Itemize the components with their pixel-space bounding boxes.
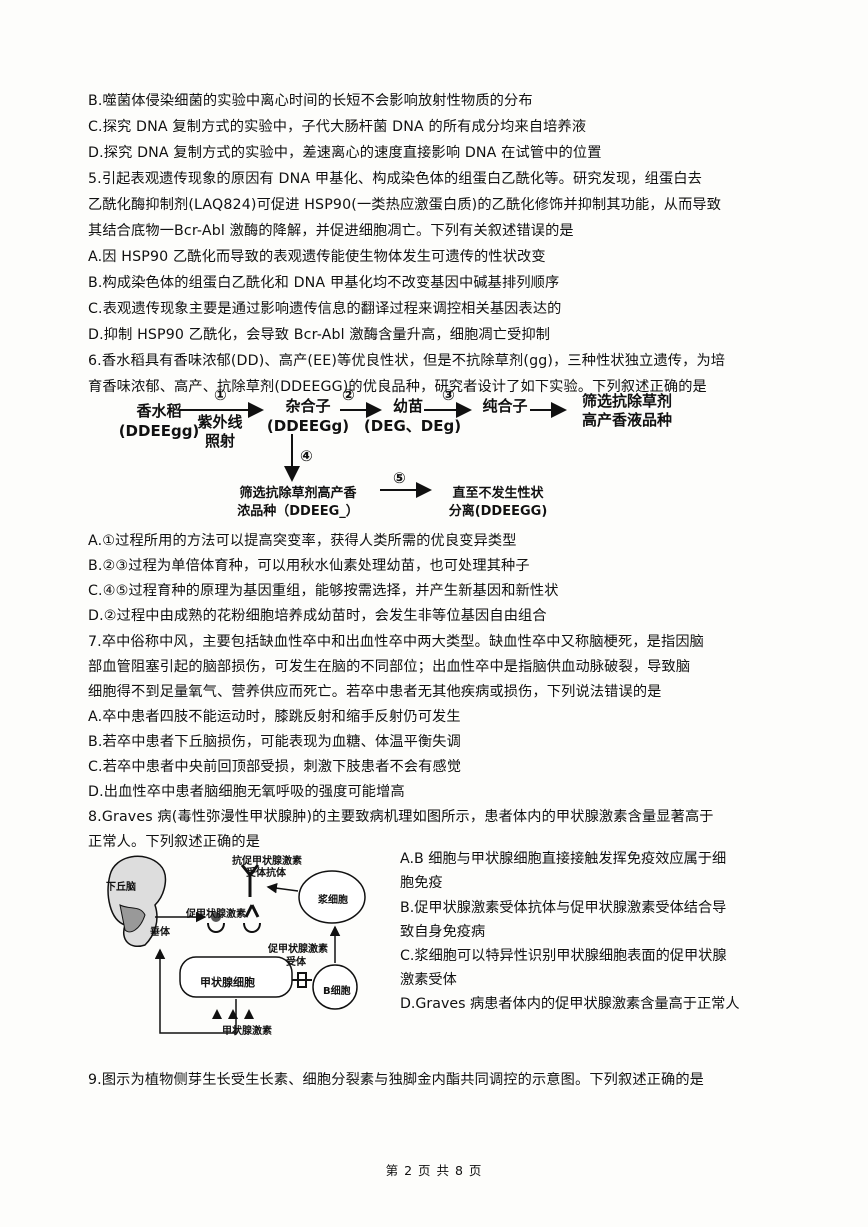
step-5-label: ⑤ <box>393 469 406 487</box>
option-d: D.出血性卒中患者脑细胞无氧呼吸的强度可能增高 <box>88 784 405 800</box>
question-7-line: 7.卒中俗称中风，主要包括缺血性卒中和出血性卒中两大类型。缺血性卒中又称脑梗死，… <box>88 634 705 650</box>
question-5-line: 5.引起表观遗传现象的原因有 DNA 甲基化、构成染色体的组蛋白乙酰化等。研究发… <box>88 171 703 187</box>
flow-select: 浓品种（DDEEG_） <box>237 504 359 519</box>
text-line: B.噬菌体侵染细菌的实验中离心时间的长短不会影响放射性物质的分布 <box>88 93 533 109</box>
label-receptor: 促甲状腺激素 <box>268 944 328 955</box>
flow-result: 高产香液品种 <box>581 411 672 429</box>
option-text: C.浆细胞可以特异性识别甲状腺细胞表面的促甲状腺 <box>400 948 727 964</box>
flow-final: 直至不发生性状 <box>452 486 544 501</box>
label-hypothalamus: 下丘脑 <box>106 882 136 893</box>
option-text: B.促甲状腺激素受体抗体与促甲状腺激素受体结合导 <box>400 900 727 916</box>
step-1-note: 照射 <box>204 432 235 450</box>
step-3-label: ③ <box>442 386 455 404</box>
diagram-drawing <box>107 855 366 1034</box>
text-line: 正常人。下列叙述正确的是 <box>88 834 261 850</box>
flow-start: 香水稻 <box>136 402 182 420</box>
option-text: 激素受体 <box>400 972 457 988</box>
label-plasma-cell: 浆细胞 <box>318 895 348 906</box>
option-text: 胞免疫 <box>400 875 443 891</box>
option-b: B.若卒中患者下丘脑损伤，可能表现为血糖、体温平衡失调 <box>88 734 461 750</box>
option-c: C.表观遗传现象主要是通过影响遗传信息的翻译过程来调控相关基因表达的 <box>88 301 562 317</box>
question-9-line: 9.图示为植物侧芽生长受生长素、细胞分裂素与独脚金内酯共同调控的示意图。下列叙述… <box>88 1072 705 1088</box>
flow-seedling-genotype: (DEG、DEg) <box>363 417 462 435</box>
label-antibody: 受体抗体 <box>246 868 286 879</box>
step-1-note: 紫外线 <box>197 413 243 431</box>
option-a: A.①过程所用的方法可以提高突变率，获得人类所需的优良变异类型 <box>88 533 517 549</box>
label-b-cell: B细胞 <box>323 986 351 997</box>
text-line: C.探究 DNA 复制方式的实验中，子代大肠杆菌 DNA 的所有成分均来自培养液 <box>88 119 587 135</box>
option-a: A.卒中患者四肢不能运动时，膝跳反射和缩手反射仍可发生 <box>88 709 461 725</box>
step-4-label: ④ <box>300 447 313 465</box>
flow-final: 分离(DDEEGG) <box>448 504 548 519</box>
label-thyroid-cell: 甲状腺细胞 <box>200 976 255 989</box>
flow-arrows <box>180 402 567 498</box>
text-line: 其结合底物一Bcr-Abl 激酶的降解，并促进细胞凋亡。下列有关叙述错误的是 <box>88 223 574 239</box>
option-text: 致自身免疫病 <box>400 924 486 940</box>
q8-option-c: C.浆细胞可以特异性识别甲状腺细胞表面的促甲状腺 激素受体 <box>400 944 780 992</box>
text-line: 部血管阻塞引起的脑部损伤，可发生在脑的不同部位；出血性卒中是指脑供血动脉破裂，导… <box>88 659 691 675</box>
label-tsh: 促甲状腺激素 <box>186 909 246 920</box>
q8-option-b: B.促甲状腺激素受体抗体与促甲状腺激素受体结合导 致自身免疫病 <box>400 896 780 944</box>
flow-select: 筛选抗除草剂高产香 <box>239 486 357 501</box>
text-line: 细胞得不到足量氧气、营养供应而死亡。若卒中患者无其他疾病或损伤，下列说法错误的是 <box>88 684 662 700</box>
text-line: 育香味浓郁、高产、抗除草剂(DDEEGG)的优良品种，研究者设计了如下实验。下列… <box>88 379 707 395</box>
option-c: C.若卒中患者中央前回顶部受损，刺激下肢患者不会有感觉 <box>88 759 462 775</box>
flow-hybrid: 杂合子 <box>285 397 331 415</box>
label-pituitary: 垂体 <box>150 927 170 938</box>
label-receptor: 受体 <box>286 957 306 968</box>
q8-option-a: A.B 细胞与甲状腺细胞直接接触发挥免疫效应属于细 胞免疫 <box>400 847 780 895</box>
page-footer: 第 2 页 共 8 页 <box>385 1163 483 1178</box>
option-text: D.Graves 病患者体内的促甲状腺激素含量高于正常人 <box>400 996 740 1012</box>
flow-seedling: 幼苗 <box>392 397 423 415</box>
step-1-label: ① <box>214 386 227 404</box>
text-line: D.探究 DNA 复制方式的实验中，差速离心的速度直接影响 DNA 在试管中的位… <box>88 145 602 161</box>
flow-hybrid-genotype: (DDEEGg) <box>266 417 350 435</box>
q8-option-d: D.Graves 病患者体内的促甲状腺激素含量高于正常人 <box>400 992 780 1016</box>
label-antibody: 抗促甲状腺激素 <box>232 856 302 867</box>
flow-pure-line: 纯合子 <box>482 397 528 415</box>
option-d: D.抑制 HSP90 乙酰化，会导致 Bcr-Abl 激酶含量升高，细胞凋亡受抑… <box>88 327 551 343</box>
option-c: C.④⑤过程育种的原理为基因重组，能够按需选择，并产生新基因和新性状 <box>88 583 559 599</box>
step-2-label: ② <box>342 386 355 404</box>
option-text: A.B 细胞与甲状腺细胞直接接触发挥免疫效应属于细 <box>400 851 727 867</box>
label-thyroid-hormone: 甲状腺激素 <box>222 1026 272 1037</box>
text-line: 乙酰化酶抑制剂(LAQ824)可促进 HSP90(一类热应激蛋白质)的乙酰化修饰… <box>88 197 722 213</box>
option-b: B.构成染色体的组蛋白乙酰化和 DNA 甲基化均不改变基因中碱基排列顺序 <box>88 275 560 291</box>
question-8-line: 8.Graves 病(毒性弥漫性甲状腺肿)的主要致病机理如图所示，患者体内的甲状… <box>88 809 714 825</box>
option-d: D.②过程中由成熟的花粉细胞培养成幼苗时，会发生非等位基因自由组合 <box>88 608 547 624</box>
question-6-line: 6.香水稻具有香味浓郁(DD)、高产(EE)等优良性状，但是不抗除草剂(gg)，… <box>88 353 726 369</box>
option-b: B.②③过程为单倍体育种，可以用秋水仙素处理幼苗，也可处理其种子 <box>88 558 530 574</box>
flow-result: 筛选抗除草剂 <box>581 392 672 410</box>
option-a: A.因 HSP90 乙酰化而导致的表观遗传能使生物体发生可遗传的性状改变 <box>88 249 546 265</box>
flow-start-genotype: (DDEEgg) <box>118 422 200 440</box>
